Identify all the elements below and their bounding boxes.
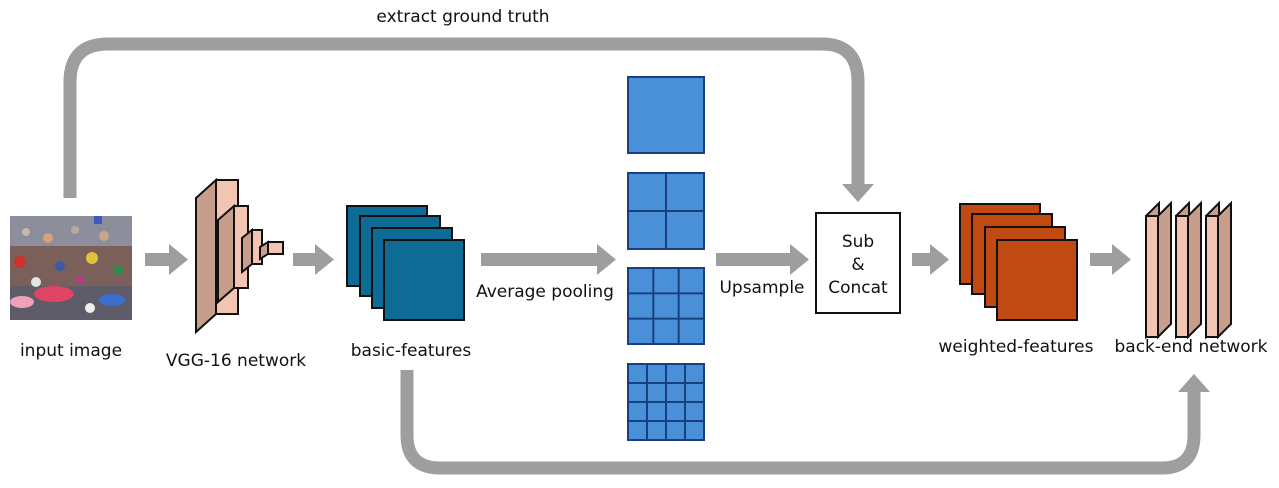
average-pooling-label: Average pooling <box>476 282 614 302</box>
sub-label: Sub <box>842 232 874 252</box>
basic-to-backend-skip-arrow <box>400 370 1210 475</box>
concat-label: Concat <box>828 278 888 298</box>
arrow-sub-to-weighted <box>912 244 949 275</box>
basic-features-label: basic-features <box>351 341 472 361</box>
weighted-features-label: weighted-features <box>939 337 1094 357</box>
upsample-label: Upsample <box>719 278 804 298</box>
backend-network <box>1145 200 1232 340</box>
arrow-pooling-to-sub <box>716 244 809 275</box>
backend-network-label: back-end network <box>1115 337 1268 357</box>
vgg16-network <box>195 177 284 335</box>
extract-ground-truth-arrow <box>63 37 874 202</box>
input-image-label: input image <box>20 341 122 361</box>
arrow-input-to-vgg <box>145 244 188 275</box>
basic-features-stack <box>346 205 465 321</box>
arrow-basic-to-pooling <box>481 244 616 275</box>
arrow-vgg-to-basic <box>293 244 334 275</box>
pool-grid-3x3 <box>627 267 705 345</box>
extract-ground-truth-label: extract ground truth <box>376 7 549 27</box>
pool-grid-1x1 <box>627 76 705 154</box>
weighted-features-stack <box>959 203 1078 321</box>
arrow-weighted-to-backend <box>1090 244 1131 275</box>
vgg16-label: VGG-16 network <box>166 351 306 371</box>
pooled-feature-grids <box>627 76 705 441</box>
amp-label: & <box>851 255 864 275</box>
sub-concat-box: Sub & Concat <box>815 212 901 314</box>
input-image <box>10 216 132 320</box>
